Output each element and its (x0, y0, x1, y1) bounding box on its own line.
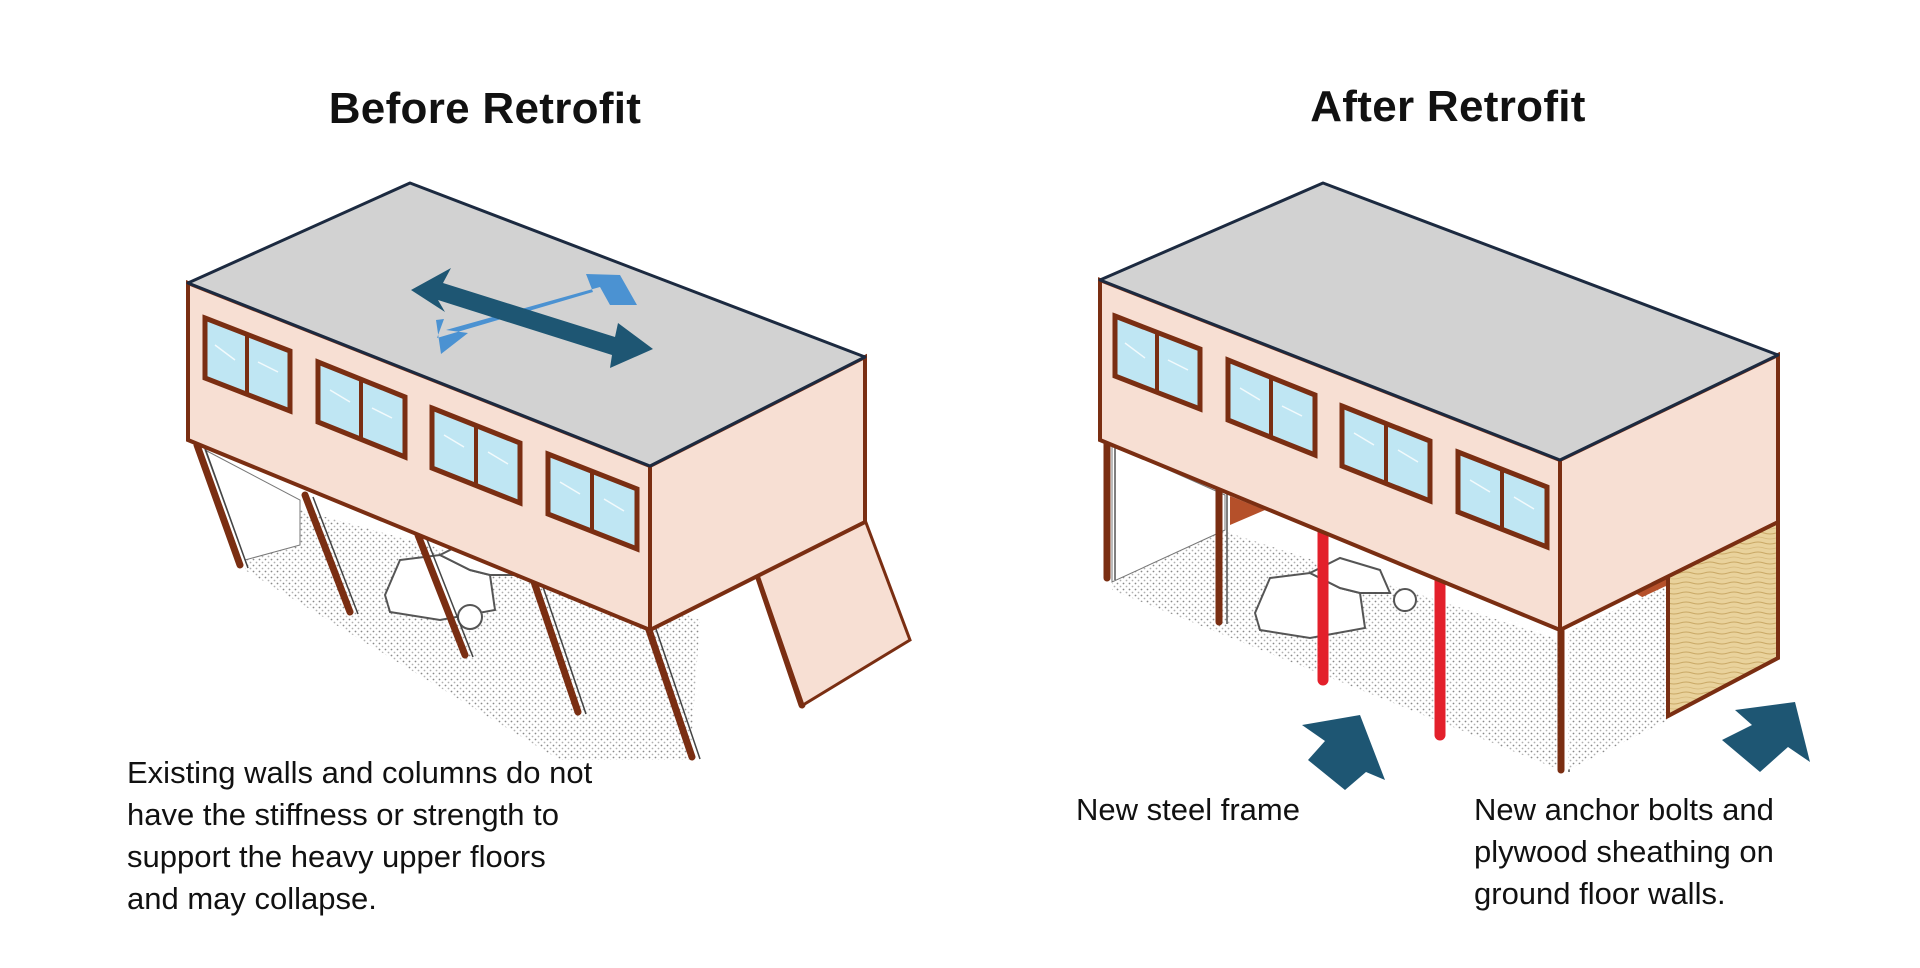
double-headed-crossed-arrows-icon (411, 268, 653, 368)
ground-floor-end-wall (1568, 585, 1668, 770)
window-glare (214, 344, 625, 512)
plywood-pointer-icon (1722, 702, 1810, 772)
straight-columns (1103, 436, 1565, 774)
light-motion-arrow-icon (436, 274, 637, 354)
steel-frame-pointer-icon (1302, 715, 1385, 790)
before-caption-line: Existing walls and columns do not (127, 755, 593, 790)
after-building (1098, 181, 1810, 790)
before-caption: Existing walls and columns do not have t… (127, 752, 592, 920)
before-title: Before Retrofit (328, 84, 642, 133)
steel-frame-caption: New steel frame (1076, 789, 1300, 831)
racked-column-faces (204, 447, 701, 760)
parked-car (1253, 556, 1417, 640)
before-caption-line: support the heavy upper floors (127, 839, 546, 874)
anchor-bolts-caption-line: New anchor bolts and (1474, 792, 1774, 827)
ground-floor-pavement (245, 510, 700, 760)
anchor-bolts-caption-line: plywood sheathing on (1474, 834, 1774, 869)
before-caption-line: and may collapse. (127, 881, 377, 916)
steel-frame-caption-line: New steel frame (1076, 792, 1300, 827)
ground-floor-side-wall (648, 610, 690, 742)
window-mullions (1155, 332, 1504, 529)
anchor-bolts-caption-line: ground floor walls. (1474, 876, 1726, 911)
wall-brace (1230, 496, 1265, 525)
window-mullions (245, 334, 594, 531)
anchor-bolts-caption: New anchor bolts and plywood sheathing o… (1474, 789, 1774, 915)
after-title: After Retrofit (1310, 82, 1586, 131)
before-building (186, 181, 912, 761)
ground-floor-back-wall (1111, 444, 1226, 583)
ground-floor-pavement (1112, 530, 1560, 770)
dark-motion-arrow-icon (411, 268, 653, 368)
roof (1098, 181, 1780, 462)
before-caption-line: have the stiffness or strength to (127, 797, 559, 832)
window-glare (1124, 342, 1535, 510)
